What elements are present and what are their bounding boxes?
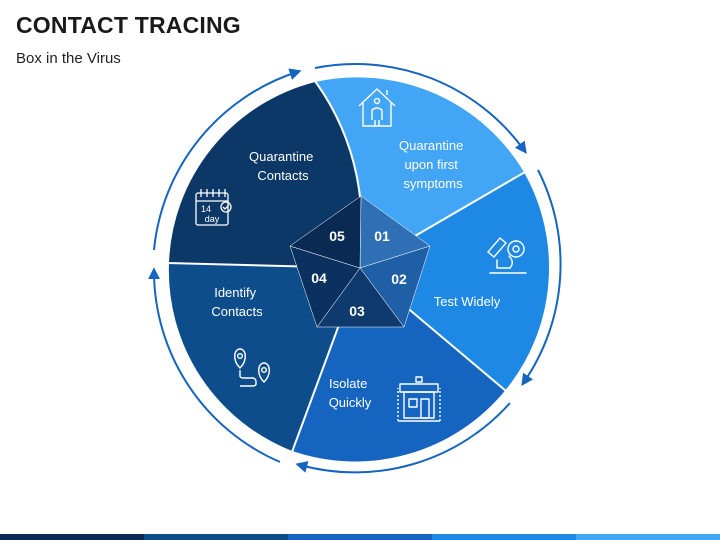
step-label-03-line-2: Quickly: [329, 395, 372, 410]
segment-05: [166, 79, 364, 270]
center-sector-05: [289, 195, 362, 269]
step-number-02: 02: [391, 271, 407, 287]
calendar-icon-unit: day: [205, 214, 220, 224]
cycle-arrows: [148, 63, 562, 474]
page-title: CONTACT TRACING: [16, 12, 241, 38]
cycle-arrow-1: [314, 63, 527, 154]
step-label-01-line-2: upon first: [404, 157, 458, 172]
step-label-02: Test Widely: [434, 294, 501, 309]
cycle-arrow-4: [148, 267, 281, 463]
microscope-icon: [487, 237, 527, 274]
step-label-05-line-1: Quarantine: [249, 149, 313, 164]
step-label-01-line-1: Quarantine: [399, 138, 463, 153]
step-label-04: Identify Contacts: [211, 285, 263, 319]
step-label-02-line-1: Test Widely: [434, 294, 501, 309]
calendar-icon-days: 14: [201, 204, 211, 214]
step-number-04: 04: [311, 270, 327, 286]
cycle-arrow-3: [295, 402, 511, 474]
bottom-bar-block-5: [576, 534, 720, 540]
cycle-arrow-2: [521, 169, 562, 386]
bottom-bar-block-4: [432, 534, 576, 540]
step-label-04-line-1: Identify: [214, 285, 256, 300]
bottom-bar-block-1: [0, 534, 144, 540]
step-label-05-line-2: Contacts: [257, 168, 309, 183]
quarantine-house-icon: [397, 376, 441, 422]
step-number-01: 01: [374, 228, 390, 244]
step-number-03: 03: [349, 303, 365, 319]
page-subtitle: Box in the Virus: [16, 50, 121, 67]
step-label-04-line-2: Contacts: [211, 304, 263, 319]
bottom-accent-bar: [0, 534, 720, 540]
step-label-01: Quarantine upon first symptoms: [399, 138, 467, 191]
bottom-bar-block-2: [144, 534, 288, 540]
route-pins-icon: [234, 348, 270, 387]
bottom-bar-block-3: [288, 534, 432, 540]
step-number-05: 05: [329, 228, 345, 244]
step-label-03: Isolate Quickly: [329, 376, 372, 410]
step-label-03-line-1: Isolate: [329, 376, 367, 391]
step-label-05: Quarantine Contacts: [249, 149, 317, 183]
house-person-icon: [358, 88, 396, 127]
cycle-arrow-5: [153, 68, 302, 251]
calendar-14-day-icon: [195, 189, 232, 226]
step-label-01-line-3: symptoms: [403, 176, 463, 191]
